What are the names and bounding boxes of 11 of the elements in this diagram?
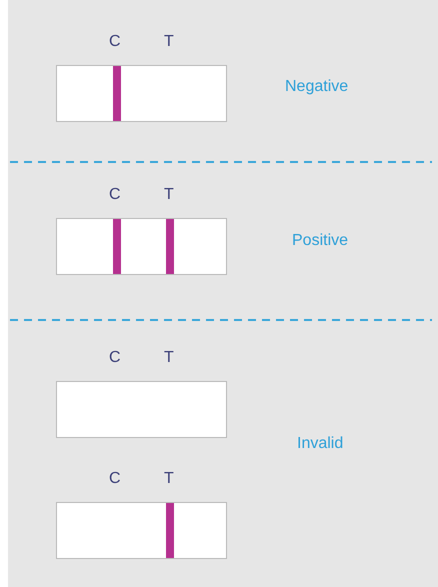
line-marker-label: T	[164, 185, 174, 205]
line-marker-label: C	[109, 348, 121, 368]
line-marker-label: T	[164, 32, 174, 52]
result-label: Invalid	[297, 434, 344, 454]
line-marker-label: T	[164, 469, 174, 489]
result-label: Negative	[285, 77, 348, 97]
line-marker-label: C	[109, 469, 121, 489]
line-marker-label: C	[109, 185, 121, 205]
line-marker-label: T	[164, 348, 174, 368]
result-label: Positive	[292, 231, 348, 251]
line-marker-label: C	[109, 32, 121, 52]
